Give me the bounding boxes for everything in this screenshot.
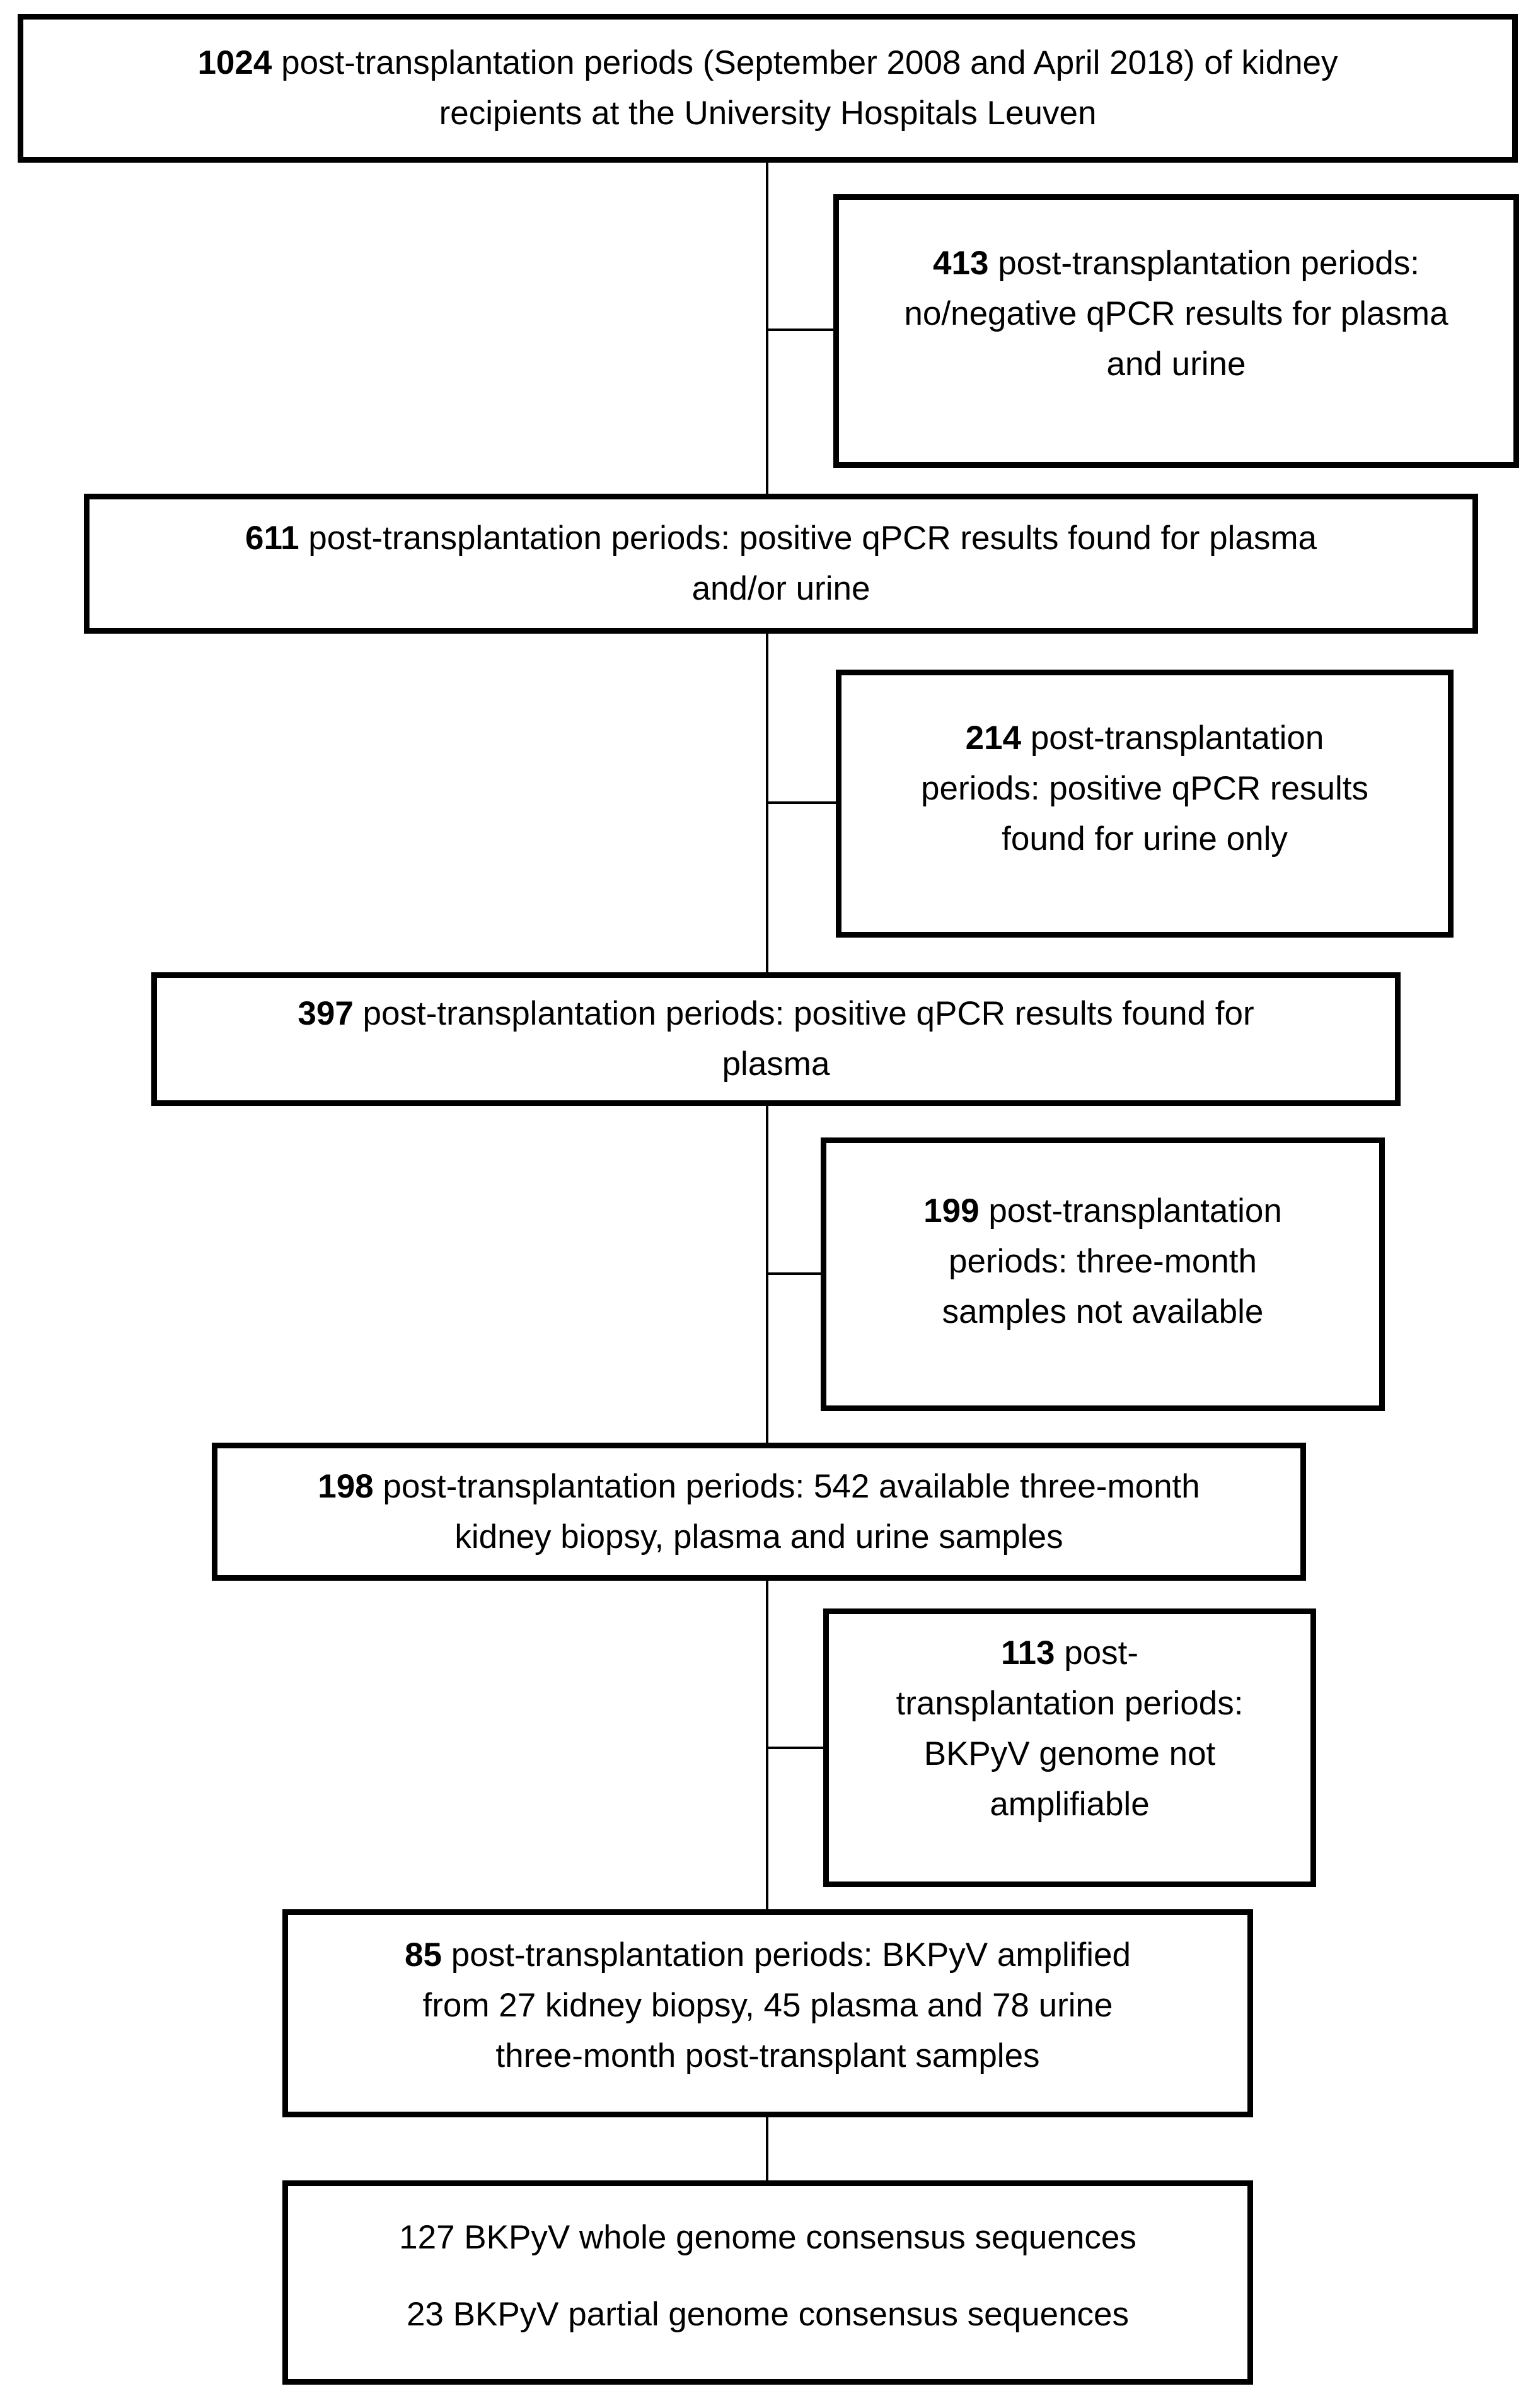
flow-box-excluded-samples-not-available: 199 post-transplantation periods: three-… <box>821 1137 1385 1411</box>
box-line: 85 post-transplantation periods: BKPyV a… <box>405 1930 1131 1980</box>
flow-box-consensus-sequences: 127 BKPyV whole genome consensus sequenc… <box>282 2180 1253 2385</box>
flow-box-amplified: 85 post-transplantation periods: BKPyV a… <box>282 1909 1253 2117</box>
box-line: amplifiable <box>990 1786 1150 1823</box>
flow-box-positive-plasma: 397 post-transplantation periods: positi… <box>151 972 1401 1106</box>
count-excluded-negative: 413 <box>933 244 989 282</box>
box-line-text: post-transplantation <box>988 1192 1282 1230</box>
count-amplified: 85 <box>405 1936 442 1974</box>
box-line-text: post-transplantation periods (September … <box>281 44 1338 81</box>
box-line: recipients at the University Hospitals L… <box>439 95 1097 132</box>
flow-box-excluded-not-amplifiable: 113 post- transplantation periods: BKPyV… <box>823 1608 1316 1887</box>
box-line: 113 post- <box>1001 1628 1138 1678</box>
box-line: no/negative qPCR results for plasma <box>904 294 1448 332</box>
count-not-amplifiable: 113 <box>1000 1634 1055 1672</box>
box-line: 198 post-transplantation periods: 542 av… <box>318 1462 1200 1512</box>
box-line: found for urine only <box>1002 820 1288 858</box>
box-line-text: post-transplantation <box>1030 719 1324 757</box>
box-line: 397 post-transplantation periods: positi… <box>298 989 1254 1039</box>
connector-vertical-1 <box>766 163 768 494</box>
box-line: BKPyV genome not <box>923 1735 1216 1772</box>
box-line-text: post-transplantation periods: positive q… <box>362 995 1254 1032</box>
box-line-text: post-transplantation periods: BKPyV ampl… <box>451 1936 1131 1974</box>
box-line: periods: positive qPCR results <box>921 769 1368 807</box>
flow-box-total-periods: 1024 post-transplantation periods (Septe… <box>18 14 1518 163</box>
box-line: transplantation periods: <box>896 1685 1244 1722</box>
box-line: 1024 post-transplantation periods (Septe… <box>197 38 1338 88</box>
box-line: 214 post-transplantation <box>966 713 1324 764</box>
flow-box-excluded-urine-only: 214 post-transplantation periods: positi… <box>836 670 1454 938</box>
box-line: periods: three-month <box>948 1243 1258 1280</box>
box-line-text: post- <box>1064 1634 1139 1672</box>
count-available: 198 <box>318 1467 374 1505</box>
connector-vertical-4 <box>766 1581 768 1909</box>
box-line-text: post-transplantation periods: <box>998 244 1419 282</box>
box-line: 611 post-transplantation periods: positi… <box>245 513 1317 564</box>
box-line: from 27 kidney biopsy, 45 plasma and 78 … <box>422 1986 1113 2024</box>
connector-branch-2 <box>766 801 838 804</box>
count-positive-plasma: 397 <box>298 995 354 1032</box>
box-line: 23 BKPyV partial genome consensus sequen… <box>406 2296 1130 2333</box>
count-positive-any: 611 <box>245 520 299 557</box>
box-line: kidney biopsy, plasma and urine samples <box>454 1518 1063 1556</box>
count-urine-only: 214 <box>965 719 1022 757</box>
box-line: 127 BKPyV whole genome consensus sequenc… <box>399 2219 1136 2256</box>
count-not-available: 199 <box>923 1192 980 1230</box>
flow-box-positive-plasma-or-urine: 611 post-transplantation periods: positi… <box>84 494 1478 634</box>
flow-box-available-three-month-samples: 198 post-transplantation periods: 542 av… <box>212 1443 1306 1581</box>
box-line-text: post-transplantation periods: 542 availa… <box>383 1467 1200 1505</box>
connector-branch-3 <box>766 1272 823 1275</box>
box-line: three-month post-transplant samples <box>495 2037 1040 2074</box>
count-total: 1024 <box>197 44 272 81</box>
connector-branch-1 <box>766 329 835 331</box>
connector-branch-4 <box>766 1747 825 1749</box>
box-line: 413 post-transplantation periods: <box>933 238 1419 289</box>
box-line: and urine <box>1106 345 1246 383</box>
box-line: plasma <box>722 1045 830 1083</box>
connector-vertical-5 <box>766 2117 768 2180</box>
box-line: samples not available <box>942 1293 1264 1330</box>
box-line: and/or urine <box>691 570 870 607</box>
box-line-text: post-transplantation periods: positive q… <box>308 520 1317 557</box>
box-line: 199 post-transplantation <box>923 1186 1282 1236</box>
flow-box-excluded-negative-qpcr: 413 post-transplantation periods: no/neg… <box>833 194 1519 468</box>
